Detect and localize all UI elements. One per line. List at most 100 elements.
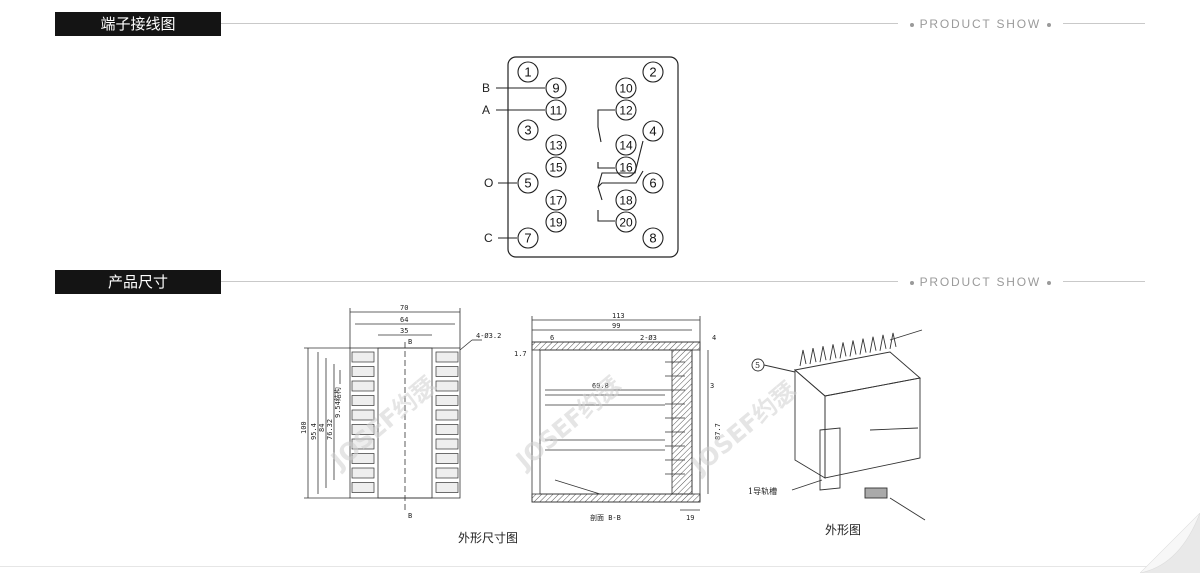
section-label: 剖面 B-B [590, 513, 621, 522]
terminal-number-right: 18 [619, 194, 633, 208]
ext-label-o: O [484, 176, 493, 190]
watermark: JOSEF约瑟 [509, 371, 626, 476]
ext-label-a: A [482, 103, 490, 117]
terminal-block-outline [507, 56, 679, 258]
terminal-circle [545, 77, 567, 99]
front-terminal-right [435, 409, 459, 421]
terminal-number-right: 20 [619, 216, 633, 230]
terminal-circle [545, 211, 567, 233]
dim-76-32: 76.32 [326, 419, 334, 440]
caption-outline-dimensions: 外形尺寸图 [458, 531, 519, 545]
dim-69-8: 69.8 [592, 382, 609, 390]
terminal-circle [517, 61, 539, 83]
dim-4: 4 [712, 334, 716, 342]
iso-terminal-pin [819, 346, 827, 363]
front-terminal-left [351, 395, 375, 406]
ext-label-c: C [484, 231, 493, 245]
terminal-circle [615, 134, 637, 156]
dimension-drawings: 70 64 35 B B 4-Ø3.2 100 95.4 84 76.32 9.… [300, 304, 926, 522]
front-terminal-left [351, 424, 375, 435]
dim-100: 100 [300, 421, 308, 434]
iso-terminal-pin [799, 349, 807, 367]
terminal-number-right: 4 [649, 124, 656, 139]
iso-terminal-pin [849, 340, 857, 357]
section-mark-b-bottom: B [408, 512, 412, 520]
terminal-number-left: 3 [524, 123, 531, 138]
watermark: JOSEF约瑟 [324, 371, 441, 476]
dim-99: 99 [612, 322, 620, 330]
front-terminal-left [351, 482, 375, 493]
terminal-number-left: 19 [549, 216, 563, 230]
front-terminal-left [351, 438, 375, 450]
terminal-number-right: 2 [649, 65, 656, 80]
section-right-label: PRODUCT SHOW [897, 273, 1063, 291]
iso-terminal-pin [859, 338, 867, 355]
front-terminal-left [351, 351, 375, 363]
front-terminal-left [351, 366, 375, 377]
iso-terminal-pin [809, 348, 817, 365]
section-right-label: PRODUCT SHOW [897, 15, 1063, 33]
dim-19: 19 [686, 514, 694, 522]
terminal-circle [615, 77, 637, 99]
front-terminal-right [435, 424, 459, 435]
rail-label: 1导轨槽 [748, 486, 777, 496]
iso-terminal-pin [869, 336, 877, 353]
terminal-number-left: 5 [524, 176, 531, 191]
terminal-circle [642, 172, 664, 194]
section-view [531, 316, 709, 511]
front-terminal-right [435, 395, 459, 406]
dim-hole: 4-Ø3.2 [476, 332, 501, 340]
terminal-number-left: 15 [549, 161, 563, 175]
section-header-wiring: 端子接线图 PRODUCT SHOW [55, 12, 1145, 36]
terminal-circle [517, 227, 539, 249]
terminal-circle [615, 189, 637, 211]
front-terminal-right [435, 453, 459, 464]
front-terminal-right [435, 467, 459, 479]
caption-outline: 外形图 [825, 523, 862, 537]
terminal-number-right: 14 [619, 139, 633, 153]
terminal-number-left: 11 [550, 104, 563, 118]
dim-95-4: 95.4 [310, 423, 318, 440]
front-terminal-right [435, 438, 459, 450]
front-terminal-right [435, 366, 459, 377]
terminal-number-right: 12 [619, 104, 633, 118]
dim-1-7: 1.7 [514, 350, 527, 358]
dim-35: 35 [400, 327, 408, 335]
iso-terminal-pin [889, 332, 897, 349]
terminal-number-right: 8 [649, 231, 656, 246]
front-terminal-left [351, 409, 375, 421]
terminal-circle [517, 172, 539, 194]
terminal-circle [615, 99, 637, 121]
section-mark-b-top: B [408, 338, 412, 346]
terminal-circle [642, 227, 664, 249]
dim-3: 3 [710, 382, 714, 390]
dim-113: 113 [612, 312, 625, 320]
terminal-number-right: 16 [619, 161, 633, 175]
bottom-rule [0, 566, 1200, 567]
terminal-circle [517, 119, 539, 141]
front-terminal-left [351, 453, 375, 464]
terminal-circle [615, 211, 637, 233]
iso-terminal-pin [879, 334, 887, 351]
terminal-number-left: 7 [524, 231, 531, 246]
isometric-view [751, 329, 926, 521]
section-divider [221, 281, 1145, 282]
terminal-circle [642, 120, 664, 142]
callout-5-label: 5 [755, 361, 760, 370]
terminal-number-left: 9 [552, 81, 559, 96]
terminal-circle [545, 134, 567, 156]
front-terminal-left [351, 467, 375, 479]
page-curl-decoration [1140, 513, 1200, 573]
terminal-circle [642, 61, 664, 83]
terminal-number-right: 10 [619, 82, 633, 96]
dim-pitch: 9.54结构 [333, 387, 342, 418]
terminal-number-left: 13 [549, 139, 563, 153]
watermark: JOSEF约瑟 [684, 376, 801, 481]
terminal-number-left: 17 [549, 194, 563, 208]
iso-terminal-pin [829, 344, 837, 361]
iso-terminal-pin [839, 342, 847, 359]
dim-6: 6 [550, 334, 554, 342]
terminal-number-right: 6 [649, 176, 656, 191]
section-title-wiring: 端子接线图 [55, 12, 221, 36]
